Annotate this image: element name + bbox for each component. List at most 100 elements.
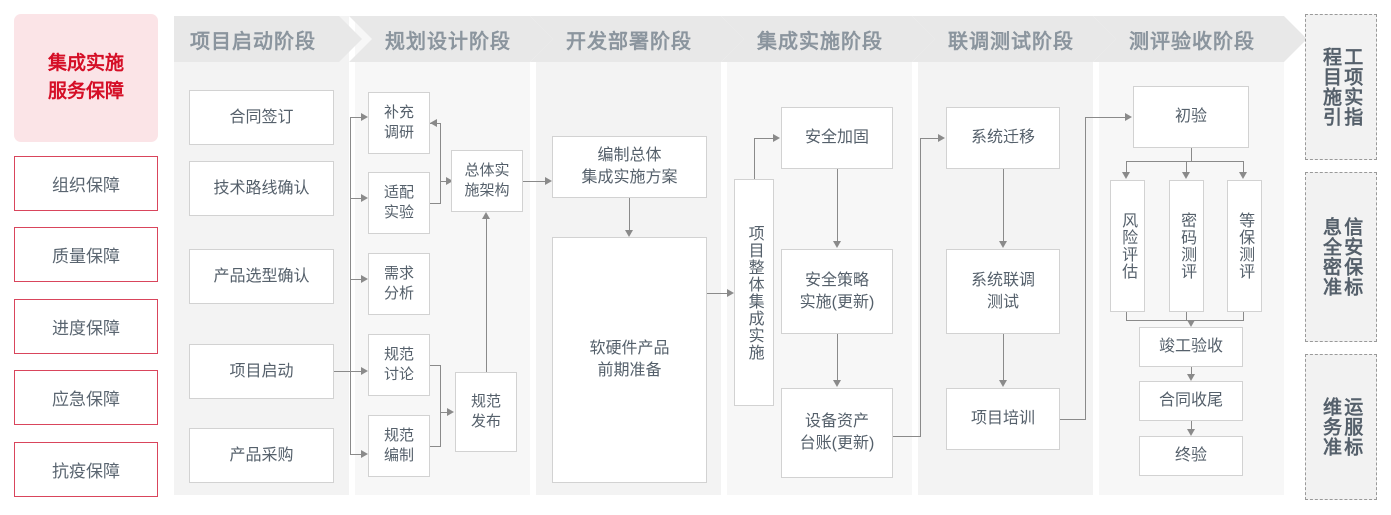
guarantee-label-2: 进度保障 (52, 319, 120, 338)
standard-label-1-right: 息全密准 (1320, 217, 1341, 297)
connector-split-to-grade (1243, 161, 1245, 173)
node-product-preparation[interactable]: 软硬件产品 前期准备 (552, 237, 707, 483)
lead-title-box: 集成实施 服务保障 (14, 14, 158, 142)
guarantee-label-1: 质量保障 (52, 247, 120, 266)
node-final-acceptance[interactable]: 终验 (1139, 436, 1243, 476)
connector-p1-kickoff-out (334, 371, 351, 373)
node-spec-drafting[interactable]: 规范 编制 (368, 415, 430, 477)
node-label: 项目整体集成实施 (745, 224, 763, 361)
standard-label-0-left: 工项实指 (1341, 47, 1363, 127)
node-product-purchase[interactable]: 产品采购 (189, 428, 334, 483)
connector-surveyadapt-merge (440, 123, 442, 204)
connector-harden-to-policy (837, 169, 839, 241)
node-project-training[interactable]: 项目培训 (946, 388, 1060, 450)
node-requirement-analysis[interactable]: 需求 分析 (368, 253, 430, 315)
connector-risk-down (1126, 312, 1128, 321)
standard-box-2[interactable]: 维务准 运服标 (1305, 354, 1377, 500)
guarantee-label-0: 组织保障 (52, 176, 120, 195)
node-adapt-test[interactable]: 适配 实验 (368, 172, 430, 234)
node-contract-closeout[interactable]: 合同收尾 (1139, 381, 1243, 421)
phase-header-p5[interactable]: 联调测试阶段 (912, 16, 1116, 62)
connector-specpub-to-arch (486, 219, 488, 373)
node-project-kickoff[interactable]: 项目启动 (189, 344, 334, 399)
node-tech-route[interactable]: 技术路线确认 (189, 161, 334, 216)
node-crypto-evaluation[interactable]: 密码测评 (1169, 180, 1204, 312)
node-joint-test[interactable]: 系统联调 测试 (946, 249, 1060, 334)
arrow-specpub-to-arch (482, 212, 490, 219)
arrow-merge-to-arch (446, 177, 453, 185)
connector-bus-to-survey (350, 117, 362, 119)
arrow-split-to-crypto (1182, 172, 1190, 179)
arrow-policy-to-asset (833, 380, 841, 387)
phase-header-p6[interactable]: 测评验收阶段 (1093, 16, 1307, 62)
guarantee-item-1[interactable]: 质量保障 (14, 227, 158, 282)
phase-header-p2[interactable]: 规划设计阶段 (349, 16, 553, 62)
arrow-prep-to-overall (727, 289, 734, 297)
connector-asset-out (893, 436, 921, 438)
node-label: 软硬件产品 前期准备 (589, 340, 670, 379)
node-label: 补充 调研 (383, 103, 414, 141)
guarantee-item-4[interactable]: 抗疫保障 (14, 442, 158, 497)
connector-split-to-risk (1126, 161, 1128, 173)
standard-box-1[interactable]: 息全密准 信安保标 (1305, 172, 1377, 342)
node-label: 项目培训 (970, 410, 1035, 428)
node-label: 设备资产 台账(更新) (799, 413, 875, 452)
node-overall-integration[interactable]: 项目整体集成实施 (734, 179, 774, 406)
node-label: 初验 (1174, 108, 1207, 126)
node-label: 技术路线确认 (213, 179, 310, 197)
node-risk-assessment[interactable]: 风险评估 (1110, 180, 1145, 312)
standard-box-0[interactable]: 程目施引 工项实指 (1305, 14, 1377, 160)
connector-grade-down (1243, 312, 1245, 321)
node-spec-release[interactable]: 规范 发布 (455, 372, 517, 452)
node-contract-sign[interactable]: 合同签订 (189, 90, 334, 145)
connector-eval-merge (1126, 320, 1244, 322)
arrow-closeout-to-final (1187, 429, 1195, 436)
phase-header-p4[interactable]: 集成实施阶段 (721, 16, 935, 62)
standard-label-1-left: 信安保标 (1341, 217, 1363, 297)
node-label: 安全策略 实施(更新) (799, 271, 875, 311)
node-supplement-survey[interactable]: 补充 调研 (368, 92, 430, 154)
node-product-select[interactable]: 产品选型确认 (189, 249, 334, 304)
node-label: 适配 实验 (383, 183, 414, 221)
node-integration-plan[interactable]: 编制总体 集成实施方案 (552, 136, 707, 198)
arrow-bus-to-adapt (361, 194, 368, 202)
connector-overall-to-harden (754, 138, 773, 140)
node-label: 等保测评 (1236, 212, 1254, 280)
arrow-arch-to-plan (545, 177, 552, 185)
connector-adapt-out (430, 203, 441, 205)
phase-header-p1[interactable]: 项目启动阶段 (174, 16, 362, 62)
connector-merge-to-specpub (440, 412, 450, 414)
arrow-split-to-grade (1239, 172, 1247, 179)
guarantee-item-0[interactable]: 组织保障 (14, 156, 158, 211)
node-label: 合同收尾 (1158, 392, 1223, 410)
standard-label-0-right: 程目施引 (1320, 47, 1341, 127)
node-label: 密码测评 (1178, 212, 1196, 280)
connector-closeout-to-final (1191, 421, 1193, 429)
guarantee-item-3[interactable]: 应急保障 (14, 370, 158, 425)
phase-title-p3: 开发部署阶段 (566, 30, 692, 53)
node-first-acceptance[interactable]: 初验 (1133, 86, 1249, 148)
node-completion-acceptance[interactable]: 竣工验收 (1139, 327, 1243, 367)
guarantee-item-2[interactable]: 进度保障 (14, 299, 158, 354)
node-system-migration[interactable]: 系统迁移 (946, 107, 1060, 169)
node-label: 系统迁移 (970, 129, 1035, 147)
arrow-split-to-risk (1122, 172, 1130, 179)
node-overall-architecture[interactable]: 总体实 施架构 (451, 150, 523, 212)
arrow-into-survey (430, 119, 437, 127)
node-security-policy[interactable]: 安全策略 实施(更新) (781, 249, 893, 334)
node-grade-protection-evaluation[interactable]: 等保测评 (1227, 180, 1262, 312)
node-asset-ledger[interactable]: 设备资产 台账(更新) (781, 388, 893, 478)
phase-header-p3[interactable]: 开发部署阶段 (530, 16, 744, 62)
arrow-complete-to-closeout (1187, 374, 1195, 381)
node-security-hardening[interactable]: 安全加固 (781, 107, 893, 169)
connector-training-out (1060, 419, 1086, 421)
arrow-riser-to-firstacc (1125, 113, 1132, 121)
connector-migrate-to-joint (1003, 169, 1005, 241)
connector-bus-to-specdisc (350, 371, 362, 373)
standard-label-2-left: 运服标 (1341, 397, 1363, 457)
node-spec-discussion[interactable]: 规范 讨论 (368, 334, 430, 396)
phase-title-p1: 项目启动阶段 (190, 30, 316, 53)
arrow-bus-to-survey (361, 113, 368, 121)
connector-plan-to-prep (629, 198, 631, 230)
arrow-bus-to-specdisc (361, 367, 368, 375)
